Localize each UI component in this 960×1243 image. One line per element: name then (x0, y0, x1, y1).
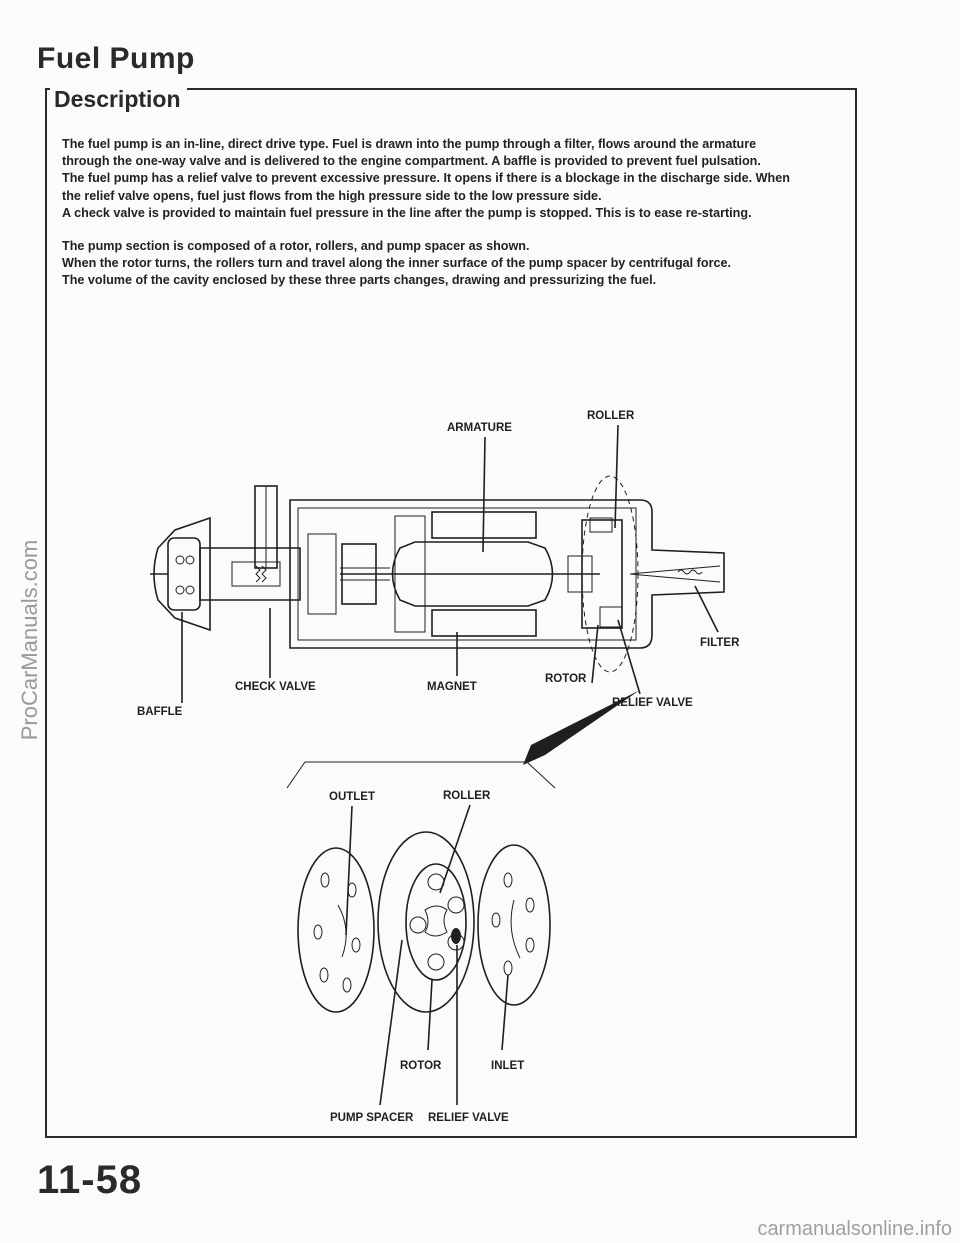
label-rotor-bottom: ROTOR (400, 1060, 442, 1072)
label-rotor-top: ROTOR (545, 673, 587, 685)
label-baffle: BAFFLE (137, 706, 183, 718)
section-title: Description (50, 86, 187, 113)
text-line: A check valve is provided to maintain fu… (62, 205, 752, 220)
section-frame-top-rule (45, 88, 857, 90)
page-number: 11-58 (37, 1158, 143, 1202)
bottom-watermark: carmanualsonline.info (757, 1218, 952, 1240)
leader-lines-top (181, 424, 719, 703)
label-relief-valve-bottom: RELIEF VALVE (428, 1112, 509, 1124)
section-frame (45, 88, 857, 1138)
label-outlet: OUTLET (329, 791, 375, 803)
label-filter: FILTER (700, 637, 740, 649)
text-line: The fuel pump has a relief valve to prev… (62, 171, 790, 186)
text-line: The volume of the cavity enclosed by the… (62, 273, 657, 288)
label-roller-bottom: ROLLER (443, 790, 491, 802)
description-paragraph-1: The fuel pump is an in-line, direct driv… (62, 136, 842, 222)
text-line: When the rotor turns, the rollers turn a… (62, 256, 731, 271)
leader-lines-bottom (345, 804, 509, 1106)
label-magnet: MAGNET (427, 681, 477, 693)
label-check-valve: CHECK VALVE (235, 681, 316, 693)
text-line: The pump section is composed of a rotor,… (62, 239, 530, 254)
description-text: The fuel pump is an in-line, direct driv… (62, 136, 842, 306)
label-pump-spacer: PUMP SPACER (330, 1112, 414, 1124)
label-inlet: INLET (491, 1060, 524, 1072)
text-line: the relief valve opens, fuel just flows … (62, 188, 602, 203)
pump-exploded-view (297, 831, 551, 1013)
text-line: through the one-way valve and is deliver… (62, 154, 761, 169)
callout-arrow (523, 690, 640, 765)
side-watermark: ProCarManuals.com (17, 539, 42, 741)
label-relief-valve-top: RELIEF VALVE (612, 697, 693, 709)
label-roller-top: ROLLER (587, 410, 635, 422)
label-armature: ARMATURE (447, 422, 512, 434)
pump-cross-section (150, 475, 725, 673)
text-line: The fuel pump is an in-line, direct driv… (62, 137, 757, 151)
page-title: Fuel Pump (37, 42, 195, 75)
description-paragraph-2: The pump section is composed of a rotor,… (62, 238, 842, 290)
